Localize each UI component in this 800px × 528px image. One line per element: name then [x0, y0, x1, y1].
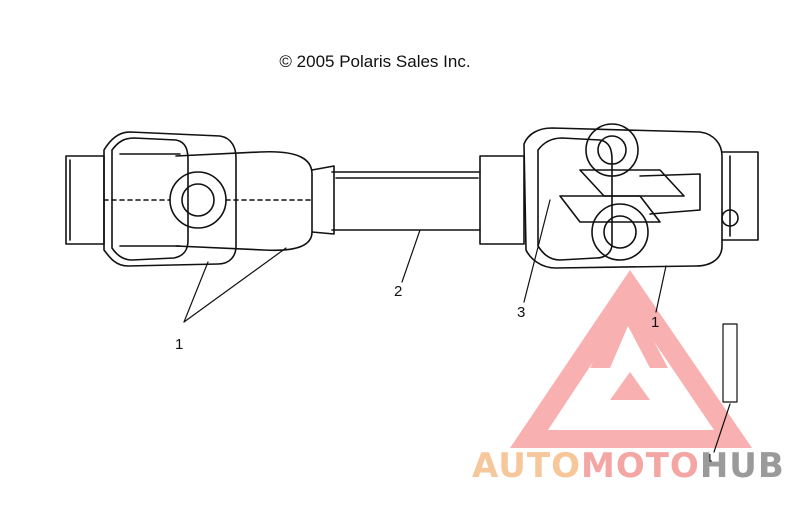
leader-lines — [183, 199, 731, 453]
watermark-hub: HUB — [699, 446, 785, 486]
right-u-joint — [479, 123, 759, 269]
watermark-moto: MOTO — [580, 446, 700, 486]
callout-4: 4 — [704, 451, 713, 468]
callout-2: 2 — [394, 283, 403, 300]
callout-1-left: 1 — [175, 336, 184, 353]
watermark-logo — [510, 270, 752, 448]
shaft-tube — [331, 171, 481, 231]
part-4-rectangle — [722, 323, 738, 403]
left-u-joint — [65, 131, 335, 267]
callout-3: 3 — [517, 304, 526, 321]
copyright-notice: © 2005 Polaris Sales Inc. — [279, 52, 471, 71]
watermark-text: AUTOMOTOHUB — [472, 446, 785, 486]
callout-1-right: 1 — [651, 314, 660, 331]
watermark-auto: AUTO — [472, 446, 581, 486]
